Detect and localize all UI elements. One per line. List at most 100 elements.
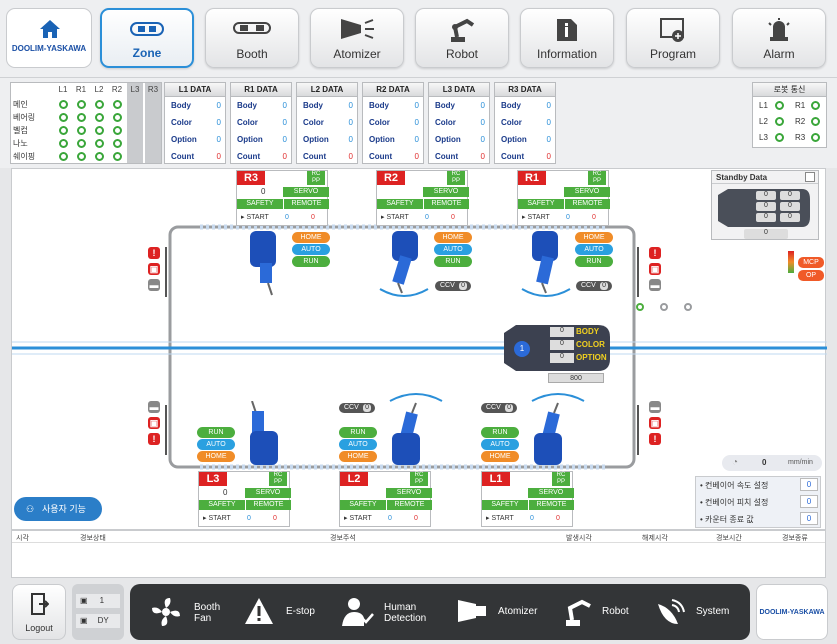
tab-atomizer[interactable]: Atomizer: [310, 8, 404, 68]
conveyor-diagram: [12, 224, 827, 470]
tab-alarm[interactable]: Alarm: [732, 8, 826, 68]
robot-l3-image: [250, 401, 278, 465]
body-label: BODY: [576, 327, 600, 336]
tab-booth-label: Booth: [236, 47, 268, 61]
auto-status: AUTO: [292, 244, 330, 255]
information-icon: [557, 19, 577, 41]
user-icon: ⚇: [26, 504, 35, 514]
tab-booth[interactable]: Booth: [205, 8, 299, 68]
e-stop-button[interactable]: E-stop: [244, 584, 334, 640]
color-value: 0: [480, 118, 485, 127]
count-value: 0: [348, 152, 353, 161]
row-label: 쉐이핑: [13, 152, 36, 161]
body-value: 0: [546, 101, 551, 110]
robot-l1-image: [534, 402, 562, 465]
robot-communication-panel: 로봇 통신 L1 R1 L2 R2 L3 R3: [752, 82, 827, 148]
status-dot: [95, 100, 104, 109]
remote-status: REMOTE: [245, 500, 291, 510]
body-value: 0: [282, 101, 287, 110]
comm-label: L2: [759, 117, 768, 126]
robot-id: R1: [518, 171, 546, 185]
door-icon[interactable]: ▬: [148, 279, 160, 291]
lock-icon[interactable]: ▣: [148, 263, 160, 275]
color-label: Color: [237, 118, 258, 127]
atomizer-status-button[interactable]: Atomizer: [456, 584, 546, 640]
home-status: HOME: [339, 451, 377, 462]
status-dot: [77, 100, 86, 109]
remote-status: REMOTE: [386, 500, 432, 510]
warning-icon[interactable]: !: [649, 433, 661, 445]
alarm-table[interactable]: 시각 경보상태 경보주석 발생시각 해제시각 경보시간 경보종류: [11, 530, 826, 578]
warning-icon[interactable]: !: [148, 433, 160, 445]
warning-icon[interactable]: !: [649, 247, 661, 259]
col-header: L2: [94, 85, 104, 94]
robot-status-button[interactable]: Robot: [562, 584, 642, 640]
warning-icon[interactable]: !: [148, 247, 160, 259]
tab-information[interactable]: Information: [520, 8, 614, 68]
color-label: Color: [303, 118, 324, 127]
system-button[interactable]: System: [654, 584, 744, 640]
setting-input[interactable]: 0: [800, 495, 818, 508]
color-value: 0: [414, 118, 419, 127]
door-icon[interactable]: ▬: [148, 401, 160, 413]
setting-input[interactable]: 0: [800, 478, 818, 491]
body-label: Body: [171, 101, 191, 110]
lock-icon[interactable]: ▣: [649, 417, 661, 429]
standby-value: 0: [744, 229, 788, 239]
comm-status-dot: [811, 133, 820, 142]
tab-robot[interactable]: Robot: [415, 8, 509, 68]
user-function-button[interactable]: ⚇ 사용자 기능: [14, 497, 102, 521]
home-button[interactable]: DOOLIM-YASKAWA: [6, 8, 92, 68]
tab-zone[interactable]: Zone: [100, 8, 194, 68]
home-status: HOME: [292, 232, 330, 243]
safety-status: SAFETY: [199, 500, 245, 510]
door-icon[interactable]: ▬: [649, 401, 661, 413]
option-value: 0: [282, 135, 287, 144]
door-icon[interactable]: ▬: [649, 279, 661, 291]
col-header: 해제시각: [642, 535, 668, 542]
logout-icon: [31, 593, 49, 615]
lock-icon[interactable]: ▣: [649, 263, 661, 275]
program-icon: [660, 18, 684, 42]
color-value: 0: [282, 118, 287, 127]
signal-tower-icon: [788, 251, 794, 273]
comm-label: R2: [795, 117, 806, 126]
safety-status: SAFETY: [377, 199, 423, 209]
status-dot: [95, 152, 104, 161]
tab-program[interactable]: Program: [626, 8, 720, 68]
color-value: 0: [348, 118, 353, 127]
remote-status: REMOTE: [564, 199, 610, 209]
status-dot: [59, 100, 68, 109]
robot-id: R3: [237, 171, 265, 185]
robot-r1-image: [532, 231, 558, 294]
logout-button[interactable]: Logout: [12, 584, 66, 640]
count-value: 0: [546, 152, 551, 161]
auto-status: AUTO: [339, 439, 377, 450]
car-count: 800: [548, 373, 604, 383]
setting-input[interactable]: 0: [800, 512, 818, 525]
status-dot: [77, 152, 86, 161]
edit-icon[interactable]: [805, 172, 815, 182]
comm-status-dot: [811, 117, 820, 126]
comm-title: 로봇 통신: [753, 83, 826, 97]
lock-icon[interactable]: ▣: [148, 417, 160, 429]
op-badge: OP: [798, 270, 824, 281]
auto-status: AUTO: [197, 439, 235, 450]
status-dot: [77, 126, 86, 135]
user-function-label: 사용자 기능: [42, 504, 86, 514]
row-label: 벨컵: [13, 126, 28, 135]
